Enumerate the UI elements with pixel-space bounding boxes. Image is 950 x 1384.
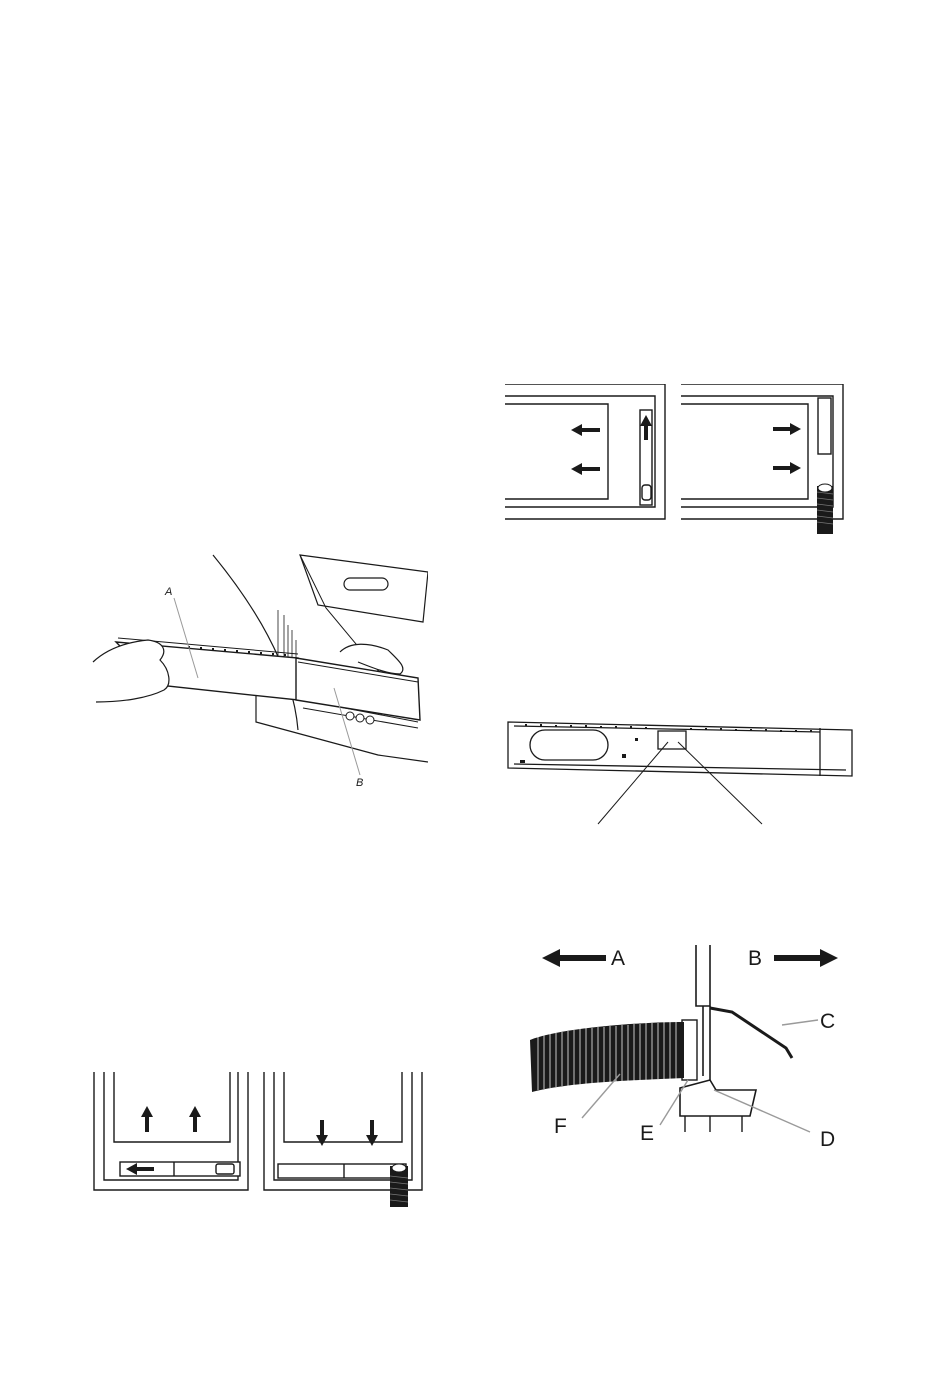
label-a-big: A [611, 947, 625, 970]
vertical-window-illustration [90, 1072, 430, 1207]
label-c: C [820, 1010, 835, 1033]
insert-panel-illustration: A B [88, 550, 428, 790]
label-e: E [640, 1122, 654, 1145]
hose-cross-section-illustration: A B C D E F [520, 940, 850, 1150]
window-kit-bar-illustration [500, 716, 860, 826]
label-a: A [164, 586, 172, 598]
arrow-b-icon [820, 949, 838, 967]
horizontal-open-panel [505, 384, 665, 519]
arrow-a-icon [542, 949, 560, 967]
label-b: B [356, 777, 363, 789]
horizontal-window-illustration [505, 384, 855, 534]
label-f: F [554, 1115, 567, 1138]
vertical-open-panel [94, 1072, 248, 1190]
label-d: D [820, 1128, 835, 1150]
label-b-big: B [748, 947, 762, 970]
